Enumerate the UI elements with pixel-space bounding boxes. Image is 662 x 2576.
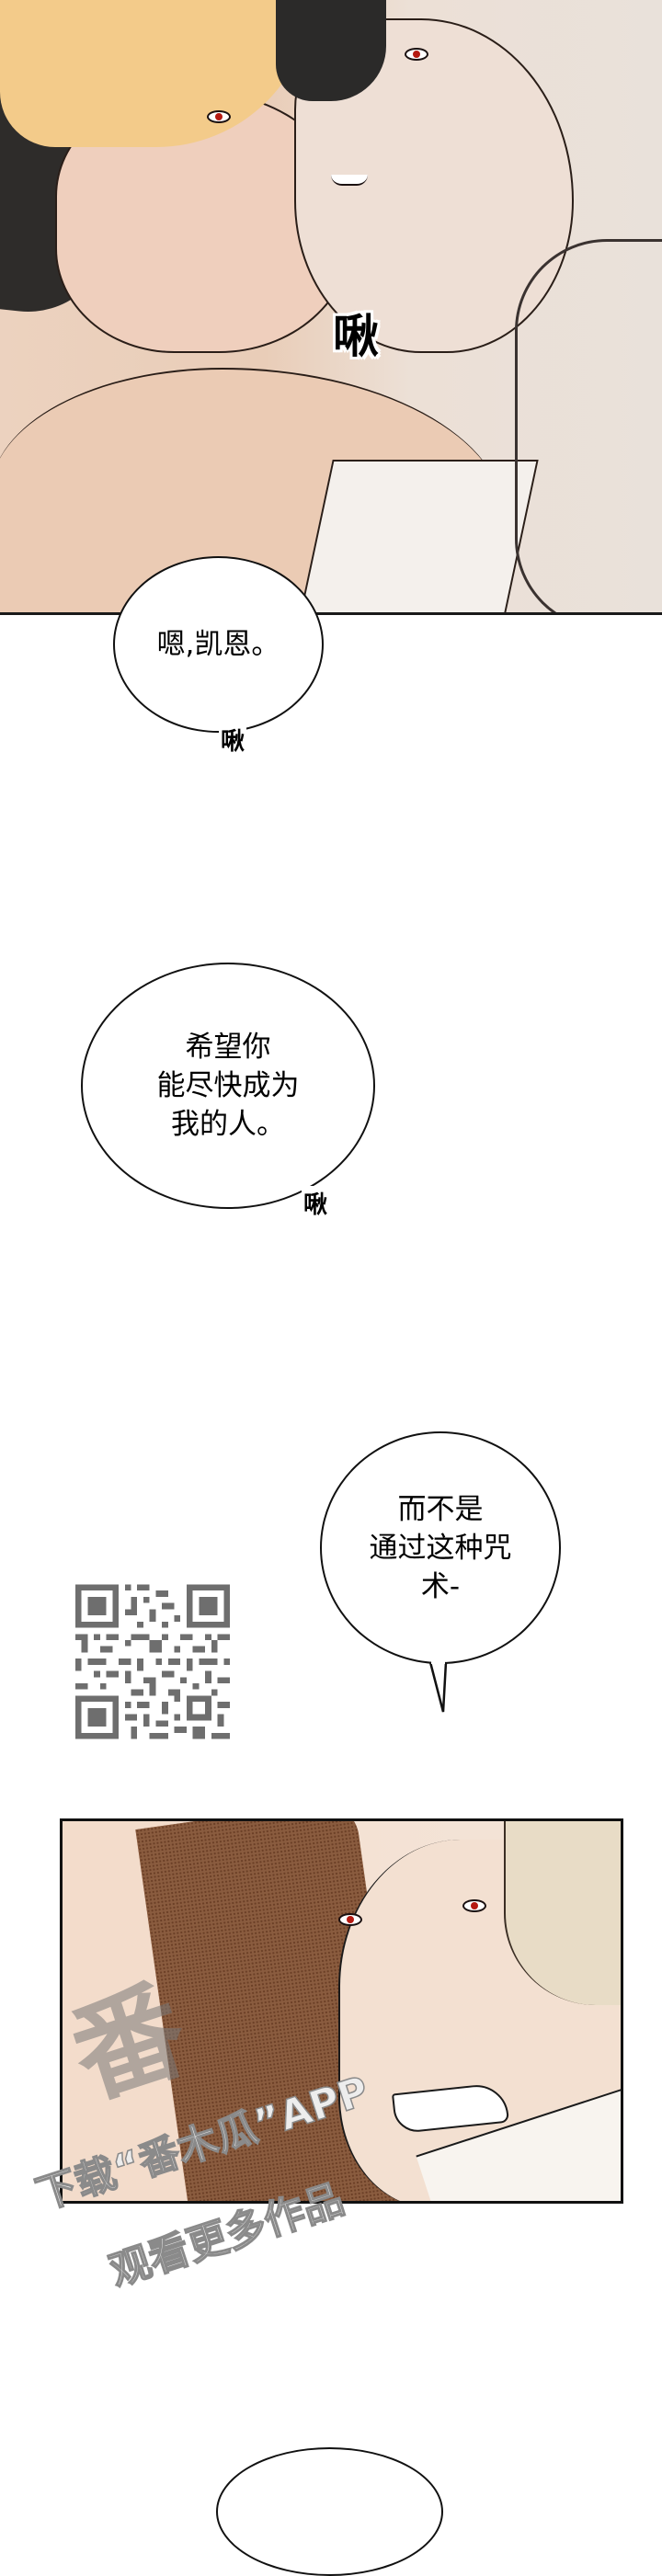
fang-mouth [331,175,368,186]
sfx-text: 啾 [333,310,379,363]
red-eye-icon [405,48,428,61]
bubble-1-text: 嗯,凯恩。 [156,628,280,661]
red-eye-icon [338,1913,362,1926]
sfx-text: 啾 [219,723,247,757]
speech-bubble-3: 而不是 通过这种咒 术- [320,1431,561,1664]
pale-curly-hair [515,239,662,612]
speech-bubble-2: 希望你 能尽快成为 我的人。 [81,963,375,1209]
red-eye-icon [207,110,231,123]
bubble-3-text: 而不是 通过这种咒 术- [369,1492,512,1603]
white-shirt [292,460,539,612]
comic-panel-2 [60,1818,623,2204]
red-eye-icon [462,1899,486,1912]
speech-bubble-1: 嗯,凯恩。 [113,556,324,733]
speech-bubble-3-tail [428,1660,448,1713]
speech-bubble-4 [216,2447,443,2576]
comic-panel-1: 啾 [0,0,662,615]
dark-hair-shadow [276,0,386,101]
sfx-text: 啾 [302,1186,330,1220]
bubble-2-text: 希望你 能尽快成为 我的人。 [156,1031,300,1141]
qr-code[interactable] [75,1584,230,1739]
